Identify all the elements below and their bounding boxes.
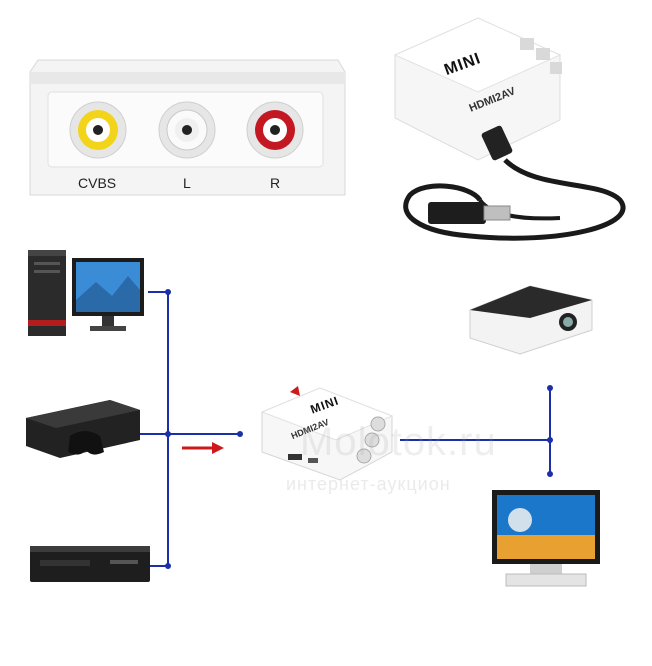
dvd-player-icon bbox=[30, 546, 150, 582]
yellow-rca-jack-icon bbox=[69, 101, 127, 159]
right-audio-label: R bbox=[270, 175, 281, 191]
game-console-icon bbox=[26, 400, 140, 458]
hdmi2av-converter-top bbox=[393, 17, 562, 161]
signal-arrow-icon bbox=[182, 442, 224, 454]
av-output-box bbox=[29, 59, 346, 196]
hdmi-cable-icon bbox=[403, 125, 626, 241]
projector-icon bbox=[469, 285, 593, 355]
tv-icon bbox=[492, 490, 600, 587]
watermark-subtitle: интернет-аукцион bbox=[286, 474, 451, 494]
watermark-logo: Molotok.ru bbox=[300, 420, 497, 464]
pc-monitor-icon bbox=[28, 250, 144, 336]
hdmi2av-converter-center bbox=[260, 386, 394, 481]
source-wiring bbox=[138, 289, 243, 569]
output-wiring bbox=[400, 385, 553, 477]
left-audio-label: L bbox=[183, 175, 191, 191]
red-rca-jack-icon bbox=[246, 101, 304, 159]
cvbs-label: CVBS bbox=[78, 175, 117, 191]
white-rca-jack-icon bbox=[158, 101, 216, 159]
